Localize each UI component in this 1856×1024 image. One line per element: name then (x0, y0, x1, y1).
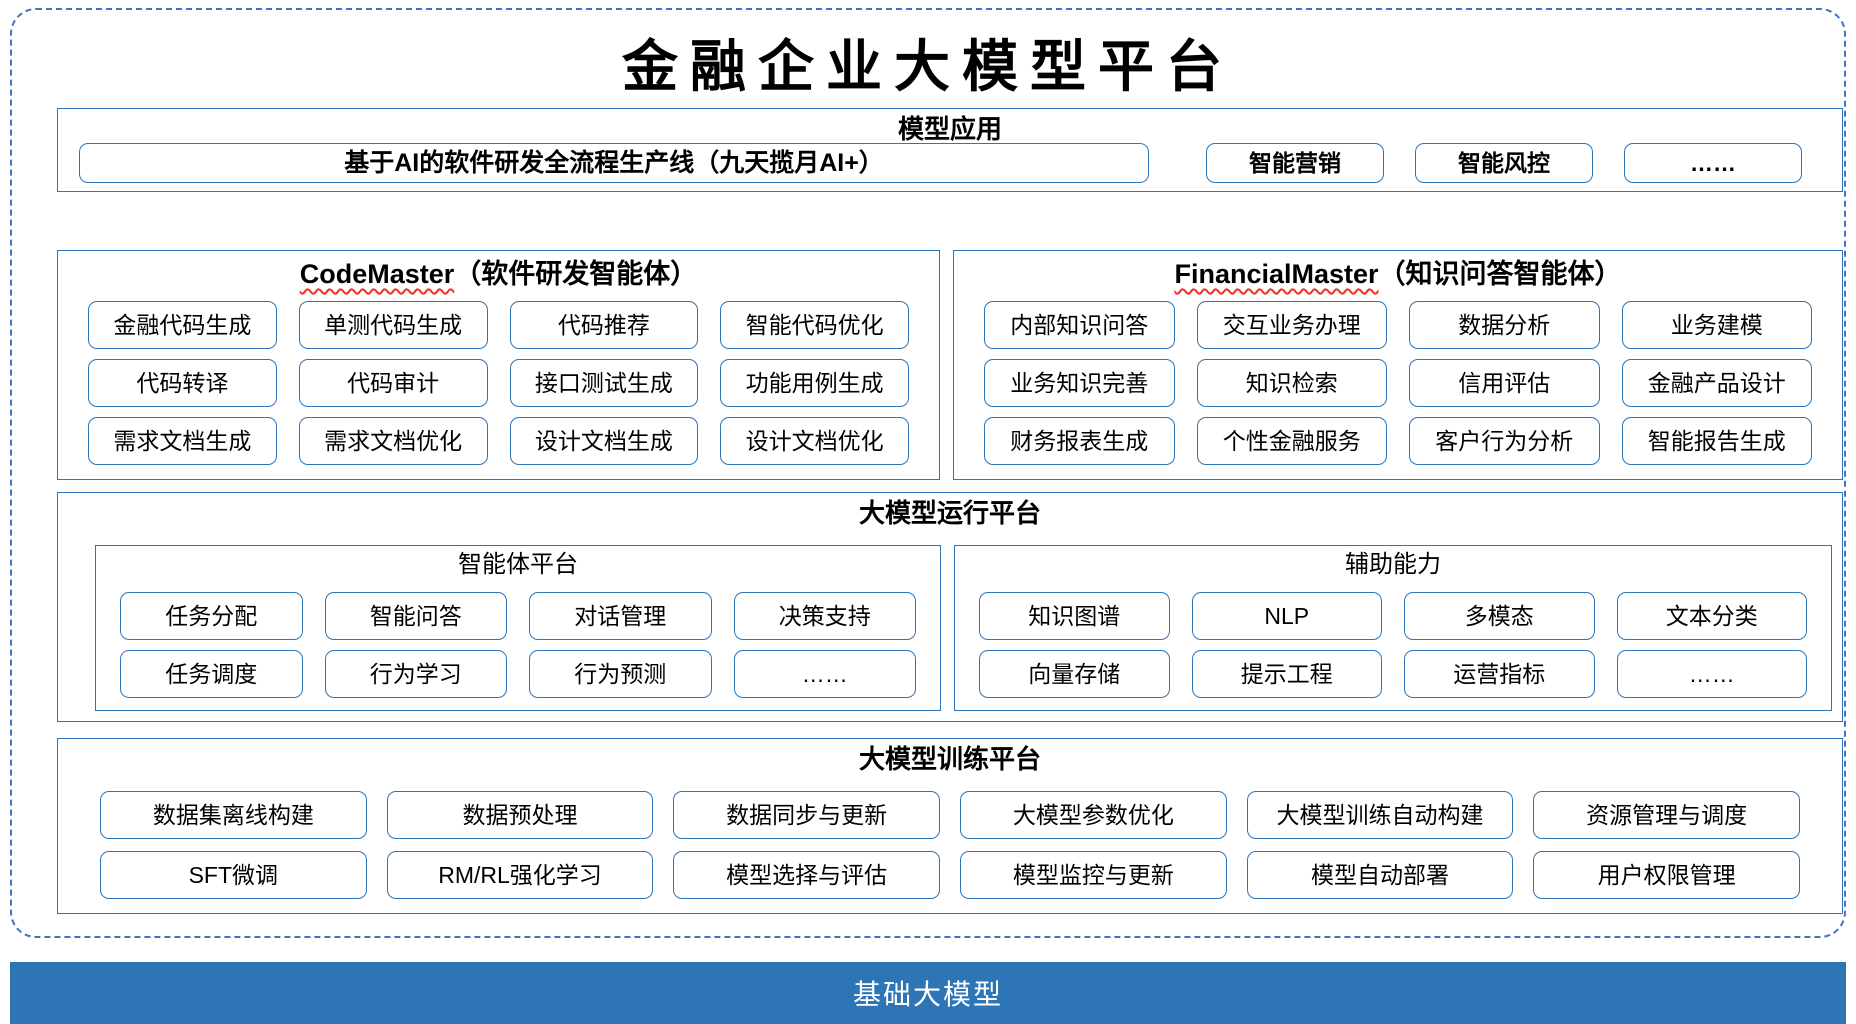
diagram-node: 用户权限管理 (1533, 851, 1800, 899)
diagram-node: NLP (1191, 592, 1382, 640)
diagram-node: 内部知识问答 (984, 301, 1175, 349)
diagram-node: 对话管理 (529, 592, 712, 640)
agent-platform-grid: 任务分配智能问答对话管理决策支持任务调度行为学习行为预测 …… (120, 592, 916, 698)
diagram-node: 智能报告生成 (1621, 417, 1812, 465)
diagram-node: 任务分配 (120, 592, 303, 640)
diagram-node: 数据预处理 (386, 791, 654, 839)
model-applications-row: 基于AI的软件研发全流程生产线（九天揽月AI+） 智能营销智能风控 …… (79, 143, 1802, 183)
diagram-node: 知识检索 (1196, 359, 1387, 407)
page-title: 金融企业大模型平台 (622, 34, 1234, 100)
diagram-node: 智能风控 (1415, 143, 1593, 183)
diagram-node: 向量存储 (979, 650, 1170, 698)
diagram-node: …… (1624, 143, 1802, 183)
diagram-node: 财务报表生成 (984, 417, 1175, 465)
diagram-node: 代码审计 (298, 359, 488, 407)
diagram-node: 决策支持 (733, 592, 916, 640)
section-model-applications: 模型应用 基于AI的软件研发全流程生产线（九天揽月AI+） 智能营销智能风控 …… (57, 108, 1843, 192)
panel-agent-platform: 智能体平台 任务分配智能问答对话管理决策支持任务调度行为学习行为预测 …… (95, 545, 941, 711)
diagram-node: 运营指标 (1404, 650, 1595, 698)
panel-financialmaster: FinancialMaster（知识问答智能体） 内部知识问答交互业务办理数据分… (953, 250, 1843, 480)
aux-capabilities-header: 辅助能力 (1345, 551, 1441, 578)
codemaster-header-en: CodeMaster (299, 259, 455, 289)
diagram-node: 需求文档生成 (88, 417, 277, 465)
diagram-node: 业务建模 (1621, 301, 1812, 349)
footer-base-model-label: 基础大模型 (852, 979, 1003, 1010)
diagram-node: …… (1616, 650, 1807, 698)
section-training-platform: 大模型训练平台 数据集离线构建数据预处理数据同步与更新大模型参数优化大模型训练自… (57, 738, 1843, 914)
diagram-node: 数据同步与更新 (673, 791, 940, 839)
panel-aux-capabilities: 辅助能力 知识图谱 NLP 多模态文本分类向量存储提示工程运营指标 …… (954, 545, 1832, 711)
diagram-node: 知识图谱 (979, 592, 1170, 640)
training-platform-grid: 数据集离线构建数据预处理数据同步与更新大模型参数优化大模型训练自动构建资源管理与… (100, 791, 1800, 899)
footer-base-model-bar: 基础大模型 (10, 962, 1846, 1024)
aux-capabilities-grid: 知识图谱 NLP 多模态文本分类向量存储提示工程运营指标 …… (979, 592, 1807, 698)
diagram-node: RM/RL强化学习 (386, 851, 654, 899)
financialmaster-header-zh: （知识问答智能体） (1378, 259, 1622, 289)
financialmaster-grid: 内部知识问答交互业务办理数据分析业务建模业务知识完善知识检索信用评估金融产品设计… (984, 301, 1812, 465)
diagram-node: …… (733, 650, 916, 698)
agent-platform-header: 智能体平台 (458, 551, 578, 578)
diagram-node: 金融代码生成 (88, 301, 277, 349)
diagram-node: 代码推荐 (509, 301, 699, 349)
diagram-node: 大模型参数优化 (959, 791, 1227, 839)
training-platform-header: 大模型训练平台 (858, 744, 1041, 774)
diagram-node: 行为学习 (324, 650, 507, 698)
diagram-node: 模型选择与评估 (673, 851, 940, 899)
diagram-node: 大模型训练自动构建 (1246, 791, 1514, 839)
runtime-platform-header: 大模型运行平台 (858, 498, 1041, 528)
codemaster-header-zh: （软件研发智能体） (454, 259, 698, 289)
diagram-node: 业务知识完善 (984, 359, 1175, 407)
model-applications-nodes: 智能营销智能风控 …… (1189, 143, 1802, 183)
model-applications-header: 模型应用 (897, 114, 1002, 144)
diagram-node: 设计文档优化 (720, 417, 909, 465)
diagram-node: 文本分类 (1616, 592, 1807, 640)
diagram-node: 模型自动部署 (1246, 851, 1514, 899)
dashed-frame (10, 8, 1846, 938)
diagram-node: 代码转译 (88, 359, 277, 407)
codemaster-header: CodeMaster（软件研发智能体） (58, 259, 939, 290)
diagram-node: 设计文档生成 (509, 417, 699, 465)
diagram-node: 提示工程 (1191, 650, 1382, 698)
diagram-node: 金融产品设计 (1621, 359, 1812, 407)
diagram-node: 功能用例生成 (720, 359, 909, 407)
financialmaster-header: FinancialMaster（知识问答智能体） (954, 259, 1842, 290)
diagram-node: 任务调度 (120, 650, 303, 698)
diagram-node: 行为预测 (529, 650, 712, 698)
diagram-node: 客户行为分析 (1409, 417, 1600, 465)
diagram-node: SFT微调 (100, 851, 367, 899)
diagram-node: 信用评估 (1409, 359, 1600, 407)
diagram-node: 需求文档优化 (298, 417, 488, 465)
diagram-node: 智能问答 (324, 592, 507, 640)
diagram-node: 智能营销 (1206, 143, 1384, 183)
financialmaster-header-en: FinancialMaster (1174, 259, 1379, 289)
diagram-node: 数据分析 (1409, 301, 1600, 349)
diagram-node: 智能代码优化 (720, 301, 909, 349)
diagram-node: 模型监控与更新 (959, 851, 1227, 899)
diagram-node: 多模态 (1404, 592, 1595, 640)
diagram-node: 单测代码生成 (298, 301, 488, 349)
panel-codemaster: CodeMaster（软件研发智能体） 金融代码生成单测代码生成代码推荐智能代码… (57, 250, 940, 480)
diagram-node: 资源管理与调度 (1533, 791, 1800, 839)
diagram-node: 数据集离线构建 (100, 791, 367, 839)
codemaster-grid: 金融代码生成单测代码生成代码推荐智能代码优化代码转译代码审计接口测试生成功能用例… (88, 301, 909, 465)
diagram-node: 接口测试生成 (509, 359, 699, 407)
diagram-node-ai-pipeline: 基于AI的软件研发全流程生产线（九天揽月AI+） (79, 143, 1149, 183)
diagram-node: 个性金融服务 (1196, 417, 1387, 465)
section-runtime-platform: 大模型运行平台 智能体平台 任务分配智能问答对话管理决策支持任务调度行为学习行为… (57, 492, 1843, 722)
diagram-node: 交互业务办理 (1196, 301, 1387, 349)
